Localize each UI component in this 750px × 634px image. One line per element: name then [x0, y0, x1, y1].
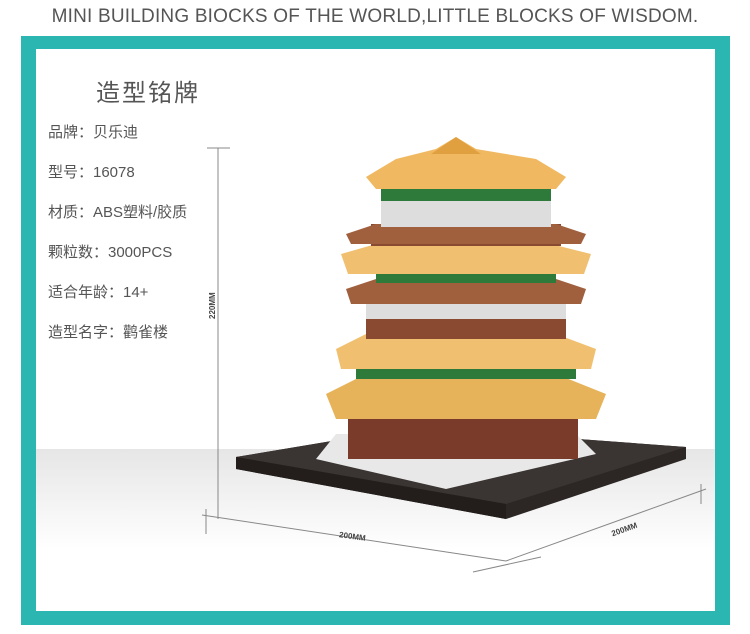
product-panel: 造型铭牌 品牌：贝乐迪 型号：16078 材质：ABS塑料/胶质 颗粒数：300… — [36, 49, 715, 611]
spec-age: 适合年龄：14+ — [48, 284, 149, 301]
spec-title: 造型铭牌 — [96, 80, 200, 107]
spec-brand: 品牌：贝乐迪 — [48, 124, 139, 141]
spec-material: 材质：ABS塑料/胶质 — [48, 204, 188, 221]
dimension-lines — [201, 147, 707, 573]
pagoda-model-illustration — [201, 137, 707, 573]
spec-pieces: 颗粒数：3000PCS — [48, 244, 173, 261]
spec-name: 造型名字：鹳雀楼 — [48, 324, 169, 341]
spec-model: 型号：16078 — [48, 164, 135, 181]
teal-frame: 造型铭牌 品牌：贝乐迪 型号：16078 材质：ABS塑料/胶质 颗粒数：300… — [21, 36, 730, 625]
height-dimension-label: 220MM — [208, 292, 217, 319]
headline: MINI BUILDING BIOCKS OF THE WORLD,LITTLE… — [51, 6, 699, 27]
